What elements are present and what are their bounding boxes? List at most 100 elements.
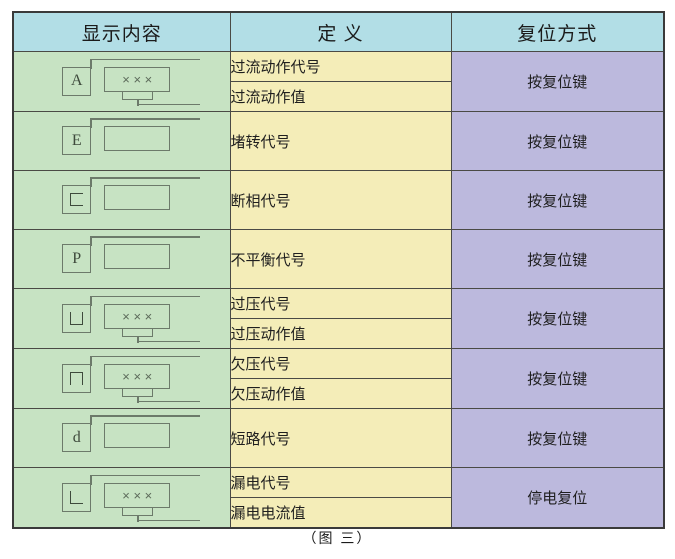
value-box: × × × [104, 303, 171, 329]
value-box [104, 126, 171, 151]
lead-line-top-horizontal [90, 236, 201, 238]
lead-line-bottom-horizontal [137, 103, 201, 105]
lead-line-top-horizontal [90, 415, 201, 417]
figure-caption: （图 三） [302, 530, 373, 546]
display-glyph: d [34, 413, 209, 463]
lead-line-top-horizontal [90, 177, 201, 179]
definition-cell: 过流动作值 [229, 81, 452, 112]
lead-line-top-vertical [90, 474, 92, 485]
table-row: E 堵转代号 按复位键 [12, 111, 665, 171]
table-row: 过压动作值 [13, 318, 664, 349]
table-row: 欠压动作值 [13, 378, 664, 409]
lead-line-bottom-vertical [137, 514, 139, 522]
display-cell [12, 170, 231, 230]
table-row: × × × 欠压代号 按复位键 [12, 348, 665, 409]
code-letter: E [71, 131, 82, 149]
value-box [104, 185, 171, 210]
lead-line-top-horizontal [90, 355, 201, 357]
reset-method-cell: 按复位键 [450, 51, 665, 112]
table-row: 断相代号 按复位键 [12, 170, 665, 230]
reset-method-cell: 按复位键 [450, 229, 665, 289]
header-reset-method: 复位方式 [450, 11, 665, 52]
display-glyph: P [34, 234, 209, 284]
display-cell: × × × [12, 467, 231, 529]
code-box: A [62, 66, 92, 96]
code-box: E [62, 126, 92, 155]
value-box: × × × [104, 66, 171, 92]
definition-cell: 过压代号 [229, 288, 452, 319]
definition-cell: 过流动作代号 [229, 51, 452, 82]
table-row: × × × 过压代号 按复位键 [12, 288, 665, 349]
u-shape-symbol [70, 311, 84, 325]
lead-line-bottom-vertical [137, 335, 139, 343]
display-glyph [34, 175, 209, 225]
display-glyph: × × × [34, 473, 209, 523]
definition-cell: 漏电代号 [229, 467, 452, 498]
display-cell: A × × × [12, 51, 231, 112]
table-header-row: 显示内容 定 义 复位方式 [12, 11, 665, 52]
lead-line-top-vertical [90, 118, 92, 128]
lead-line-bottom-horizontal [137, 340, 201, 342]
display-cell: × × × [12, 348, 231, 409]
table-row: 漏电电流值 [13, 497, 664, 529]
table-row: × × × 漏电代号 停电复位 [12, 467, 665, 529]
table-body: A × × × 过流动作代号 按复位键 过流 [12, 51, 665, 529]
fault-code-table-wrapper: 显示内容 定 义 复位方式 A [12, 11, 665, 529]
lead-line-top-vertical [90, 58, 92, 69]
definition-cell: 过压动作值 [229, 318, 452, 349]
definition-cell: 欠压动作值 [229, 378, 452, 409]
display-glyph: × × × [34, 354, 209, 404]
display-cell: d [12, 408, 231, 468]
value-digits: × × × [122, 308, 153, 324]
lead-line-top-vertical [90, 415, 92, 425]
lead-line-top-vertical [90, 355, 92, 366]
code-letter: P [72, 249, 82, 267]
display-cell: P [12, 229, 231, 289]
display-glyph: × × × [34, 294, 209, 344]
lead-line-top-vertical [90, 236, 92, 246]
lead-line-top-vertical [90, 295, 92, 306]
code-box [62, 482, 92, 512]
code-box [62, 303, 92, 333]
value-box [104, 423, 171, 448]
fault-code-table: 显示内容 定 义 复位方式 A [12, 11, 665, 529]
code-box: P [62, 244, 92, 273]
lead-line-bottom-vertical [137, 395, 139, 403]
definition-cell: 不平衡代号 [229, 229, 452, 289]
reset-method-cell: 停电复位 [450, 467, 665, 529]
header-definition: 定 义 [229, 11, 452, 52]
table-row: P 不平衡代号 按复位键 [12, 229, 665, 289]
code-box: d [62, 423, 92, 452]
definition-cell: 断相代号 [229, 170, 452, 230]
definition-cell: 短路代号 [229, 408, 452, 468]
lead-line-bottom-vertical [137, 98, 139, 106]
code-box [62, 185, 92, 214]
c-shape-symbol [70, 193, 84, 206]
value-box: × × × [104, 363, 171, 389]
reset-method-cell: 按复位键 [450, 288, 665, 349]
definition-cell: 欠压代号 [229, 348, 452, 379]
table-row: d 短路代号 按复位键 [12, 408, 665, 468]
lead-line-bottom-horizontal [137, 400, 201, 402]
lead-line-top-horizontal [90, 295, 201, 297]
code-letter: A [70, 72, 83, 89]
reset-method-cell: 按复位键 [450, 408, 665, 468]
definition-cell: 堵转代号 [229, 111, 452, 171]
table-row: A × × × 过流动作代号 按复位键 [12, 51, 665, 112]
value-digits: × × × [122, 487, 153, 503]
display-cell: × × × [12, 288, 231, 349]
value-box [104, 244, 171, 269]
lead-line-top-horizontal [90, 58, 201, 60]
lead-line-bottom-horizontal [137, 519, 201, 521]
definition-cell: 漏电电流值 [229, 497, 452, 529]
header-display-content: 显示内容 [12, 11, 231, 52]
lead-line-top-vertical [90, 177, 92, 187]
reset-method-cell: 按复位键 [450, 170, 665, 230]
value-digits: × × × [122, 71, 153, 87]
lead-line-top-horizontal [90, 118, 201, 120]
display-glyph: A × × × [34, 57, 209, 107]
display-cell: E [12, 111, 231, 171]
lead-line-top-horizontal [90, 474, 201, 476]
l-shape-symbol [70, 490, 84, 504]
